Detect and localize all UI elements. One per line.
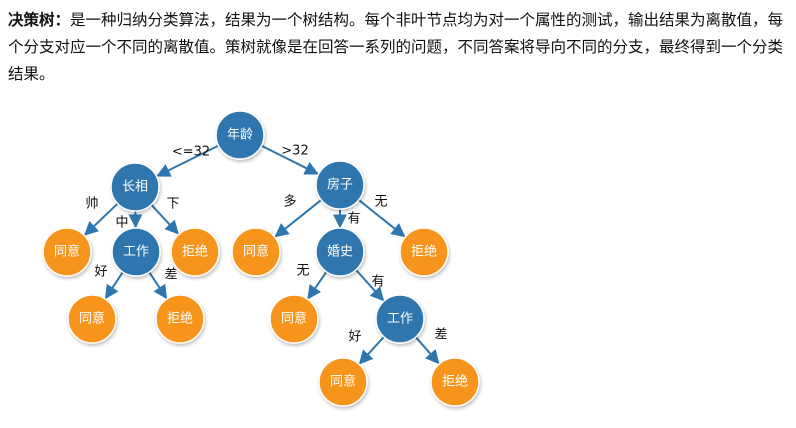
node-label-agree-job1-good: 同意 — [79, 311, 105, 327]
edge-label-job1-good: 好 — [94, 265, 107, 280]
edge-label-age-gt32: >32 — [281, 144, 308, 159]
node-label-job-1: 工作 — [123, 245, 149, 260]
node-label-agree-many: 同意 — [243, 244, 269, 260]
node-reject-job2-bad: 拒绝 — [430, 357, 480, 407]
edge-age-to-looks — [156, 144, 219, 177]
node-job-2: 工作 — [375, 294, 425, 344]
nodes-layer: 年龄长相房子同意工作拒绝同意婚史拒绝同意拒绝同意工作同意拒绝 — [42, 110, 480, 407]
edge-label-age-le32: <=32 — [172, 145, 210, 160]
node-circle-house — [315, 160, 365, 210]
node-agree-many: 同意 — [231, 227, 281, 277]
node-label-looks: 长相 — [122, 180, 148, 195]
node-circle-reject-job1-bad — [155, 294, 205, 344]
edge-label-looks-mid: 中 — [115, 216, 128, 231]
edge-label-marriage-have: 有 — [371, 275, 384, 290]
edge-marriage-to-agree_unmarried — [307, 271, 328, 300]
edge-label-job2-bad: 差 — [434, 328, 447, 343]
edge-marriage-to-job_2 — [355, 269, 385, 302]
node-label-marriage: 婚史 — [327, 245, 353, 260]
node-label-agree-handsome: 同意 — [54, 244, 80, 260]
node-label-reject-job1-bad: 拒绝 — [167, 311, 193, 327]
node-circle-agree-handsome — [42, 227, 92, 277]
edge-age-to-house — [261, 144, 319, 175]
node-age: 年龄 — [215, 110, 265, 160]
node-agree-job2-good: 同意 — [318, 357, 368, 407]
edge-job_2-to-reject_job2_bad — [415, 336, 440, 365]
node-circle-agree-job1-good — [67, 294, 117, 344]
edge-label-job2-good: 好 — [348, 330, 361, 345]
edge-label-house-many: 多 — [283, 194, 296, 210]
node-agree-job1-good: 同意 — [67, 294, 117, 344]
node-circle-job-1 — [111, 227, 161, 277]
edge-job_2-to-agree_job2_good — [358, 336, 385, 365]
edge-looks-to-agree_handsome — [84, 202, 119, 236]
edge-looks-to-reject_low — [150, 203, 179, 235]
node-circle-agree-unmarried — [269, 294, 319, 344]
edge-house-to-reject_none — [358, 199, 406, 238]
edge-label-house-none: 无 — [374, 195, 387, 210]
node-circle-age — [215, 110, 265, 160]
edge-label-marriage-none: 无 — [296, 264, 309, 279]
edge-label-looks-low: 下 — [166, 197, 179, 212]
node-label-age: 年龄 — [227, 128, 253, 143]
node-circle-looks — [110, 162, 160, 212]
node-agree-unmarried: 同意 — [269, 294, 319, 344]
node-circle-reject-low — [170, 227, 220, 277]
node-job-1: 工作 — [111, 227, 161, 277]
node-agree-handsome: 同意 — [42, 227, 92, 277]
node-label-house: 房子 — [327, 177, 353, 193]
node-house: 房子 — [315, 160, 365, 210]
intro-term: 决策树： — [8, 11, 71, 29]
edge-house-to-agree_many — [274, 199, 322, 238]
node-reject-none: 拒绝 — [399, 227, 449, 277]
edge-label-house-have: 有 — [347, 212, 360, 227]
node-label-reject-none: 拒绝 — [411, 244, 437, 260]
node-circle-reject-job2-bad — [430, 357, 480, 407]
edge-label-job1-bad: 差 — [164, 268, 177, 283]
node-label-agree-unmarried: 同意 — [281, 311, 307, 327]
node-reject-low: 拒绝 — [170, 227, 220, 277]
node-label-reject-low: 拒绝 — [182, 244, 208, 260]
node-looks: 长相 — [110, 162, 160, 212]
node-circle-marriage — [315, 227, 365, 277]
intro-paragraph: 决策树：是一种归纳分类算法，结果为一个树结构。每个非叶节点均为对一个属性的测试，… — [8, 7, 790, 88]
edges-layer — [84, 144, 440, 365]
node-circle-agree-many — [231, 227, 281, 277]
node-label-reject-job2-bad: 拒绝 — [442, 374, 468, 390]
edge-job_1-to-reject_job1_bad — [148, 271, 168, 300]
edge-label-looks-handsome: 帅 — [85, 197, 98, 212]
node-label-job-2: 工作 — [387, 312, 413, 327]
node-reject-job1-bad: 拒绝 — [155, 294, 205, 344]
edge-labels-layer: <=32>32帅中下多有无好差无有好差 — [85, 144, 447, 345]
node-label-agree-job2-good: 同意 — [330, 374, 356, 390]
node-circle-job-2 — [375, 294, 425, 344]
intro-text: 是一种归纳分类算法，结果为一个树结构。每个非叶节点均为对一个属性的测试，输出结果… — [8, 11, 784, 83]
node-marriage: 婚史 — [315, 227, 365, 277]
node-circle-agree-job2-good — [318, 357, 368, 407]
node-circle-reject-none — [399, 227, 449, 277]
edge-job_1-to-agree_job1_good — [104, 271, 124, 300]
